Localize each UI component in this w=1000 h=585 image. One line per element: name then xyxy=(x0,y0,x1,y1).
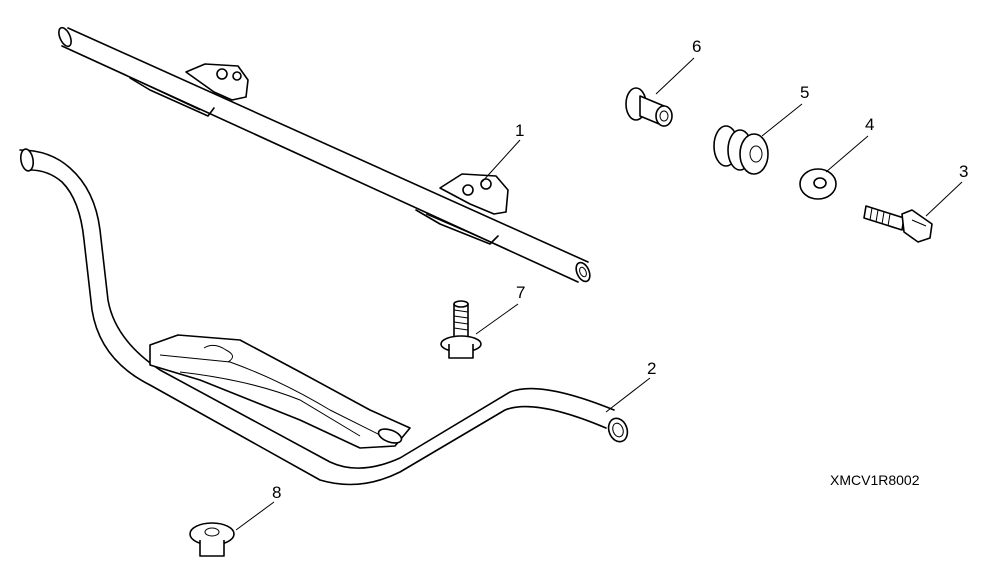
callout-4: 4 xyxy=(865,115,875,134)
part-7-flange-bolt xyxy=(440,300,482,359)
callout-6: 6 xyxy=(692,37,702,56)
callout-8: 8 xyxy=(272,483,282,502)
part-6-collar xyxy=(625,87,673,127)
callout-5: 5 xyxy=(800,83,810,102)
leader-line-3 xyxy=(925,181,963,217)
callout-2: 2 xyxy=(647,359,657,378)
leader-line-5 xyxy=(761,103,803,137)
leader-line-1 xyxy=(481,139,521,183)
leader-line-4 xyxy=(825,135,869,173)
callout-7: 7 xyxy=(516,283,526,302)
leader-line-7 xyxy=(475,303,519,335)
part-2-lower-bar xyxy=(19,148,629,486)
diagram-code: XMCV1R8002 xyxy=(830,472,920,488)
leader-line-8 xyxy=(235,501,275,531)
leader-lines xyxy=(235,57,963,531)
leader-line-2 xyxy=(605,377,651,413)
part-1-upper-bar xyxy=(58,26,591,283)
part-8-flange-nut xyxy=(189,522,235,557)
part-3-bolt xyxy=(863,205,933,243)
part-5-rubber-grommet xyxy=(713,125,769,175)
part-4-washer xyxy=(799,168,837,200)
callout-3: 3 xyxy=(959,162,969,181)
leader-line-6 xyxy=(655,57,695,95)
callout-1: 1 xyxy=(515,121,525,140)
